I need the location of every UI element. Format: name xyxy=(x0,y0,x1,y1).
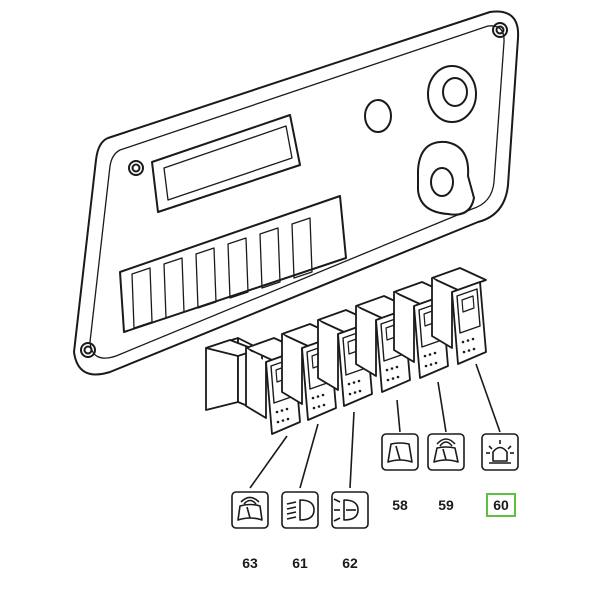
leader-lines xyxy=(249,363,501,489)
symbol-box-61 xyxy=(281,491,319,529)
callout-label-61: 61 xyxy=(292,555,308,571)
symbol-boxes xyxy=(231,433,519,529)
screw-hole xyxy=(495,25,505,35)
plate-outline xyxy=(73,10,520,376)
rocker-switch xyxy=(431,267,487,365)
callout-label-62: 62 xyxy=(342,555,358,571)
screw-hole xyxy=(80,342,96,358)
mounting-plate xyxy=(73,10,520,376)
symbol-box-63 xyxy=(231,491,269,529)
leader-line-60 xyxy=(475,363,501,433)
round-opening-small xyxy=(364,99,392,133)
work-light-icon xyxy=(333,498,359,522)
upper-slot-inner xyxy=(163,125,293,201)
headlight-icon xyxy=(286,499,315,521)
screw-hole xyxy=(131,163,141,173)
callout-highlight-60 xyxy=(486,493,516,517)
symbol-box-60 xyxy=(481,433,519,471)
rocker-switch-row xyxy=(205,267,487,435)
leader-line-63 xyxy=(249,435,288,489)
washer-rear-icon xyxy=(433,438,459,463)
leader-line-59 xyxy=(437,381,447,433)
callout-label-63: 63 xyxy=(242,555,258,571)
leader-line-62 xyxy=(349,411,355,489)
screw-hole xyxy=(492,22,508,38)
round-opening-large xyxy=(427,65,477,123)
leader-line-61 xyxy=(299,423,319,489)
cutout-slots xyxy=(131,217,313,329)
callout-labels: 58 59 60 63 61 62 xyxy=(242,493,516,571)
screw-hole xyxy=(128,160,144,176)
callout-label-60: 60 xyxy=(493,497,509,513)
symbol-box-59 xyxy=(427,433,465,471)
symbol-box-58 xyxy=(381,433,419,471)
switch-cutout xyxy=(119,195,347,333)
callout-label-58: 58 xyxy=(392,497,408,513)
washer-front-icon xyxy=(237,496,263,521)
round-boss xyxy=(417,140,475,216)
round-opening-large-inner xyxy=(442,77,468,107)
callout-label-59: 59 xyxy=(438,497,454,513)
screw-hole xyxy=(83,345,93,355)
upper-slot xyxy=(151,114,301,213)
leader-line-58 xyxy=(396,399,401,433)
wiper-rear-icon xyxy=(387,442,413,463)
round-boss-inner xyxy=(430,167,454,197)
beacon-icon xyxy=(486,440,514,464)
symbol-box-62 xyxy=(331,491,369,529)
